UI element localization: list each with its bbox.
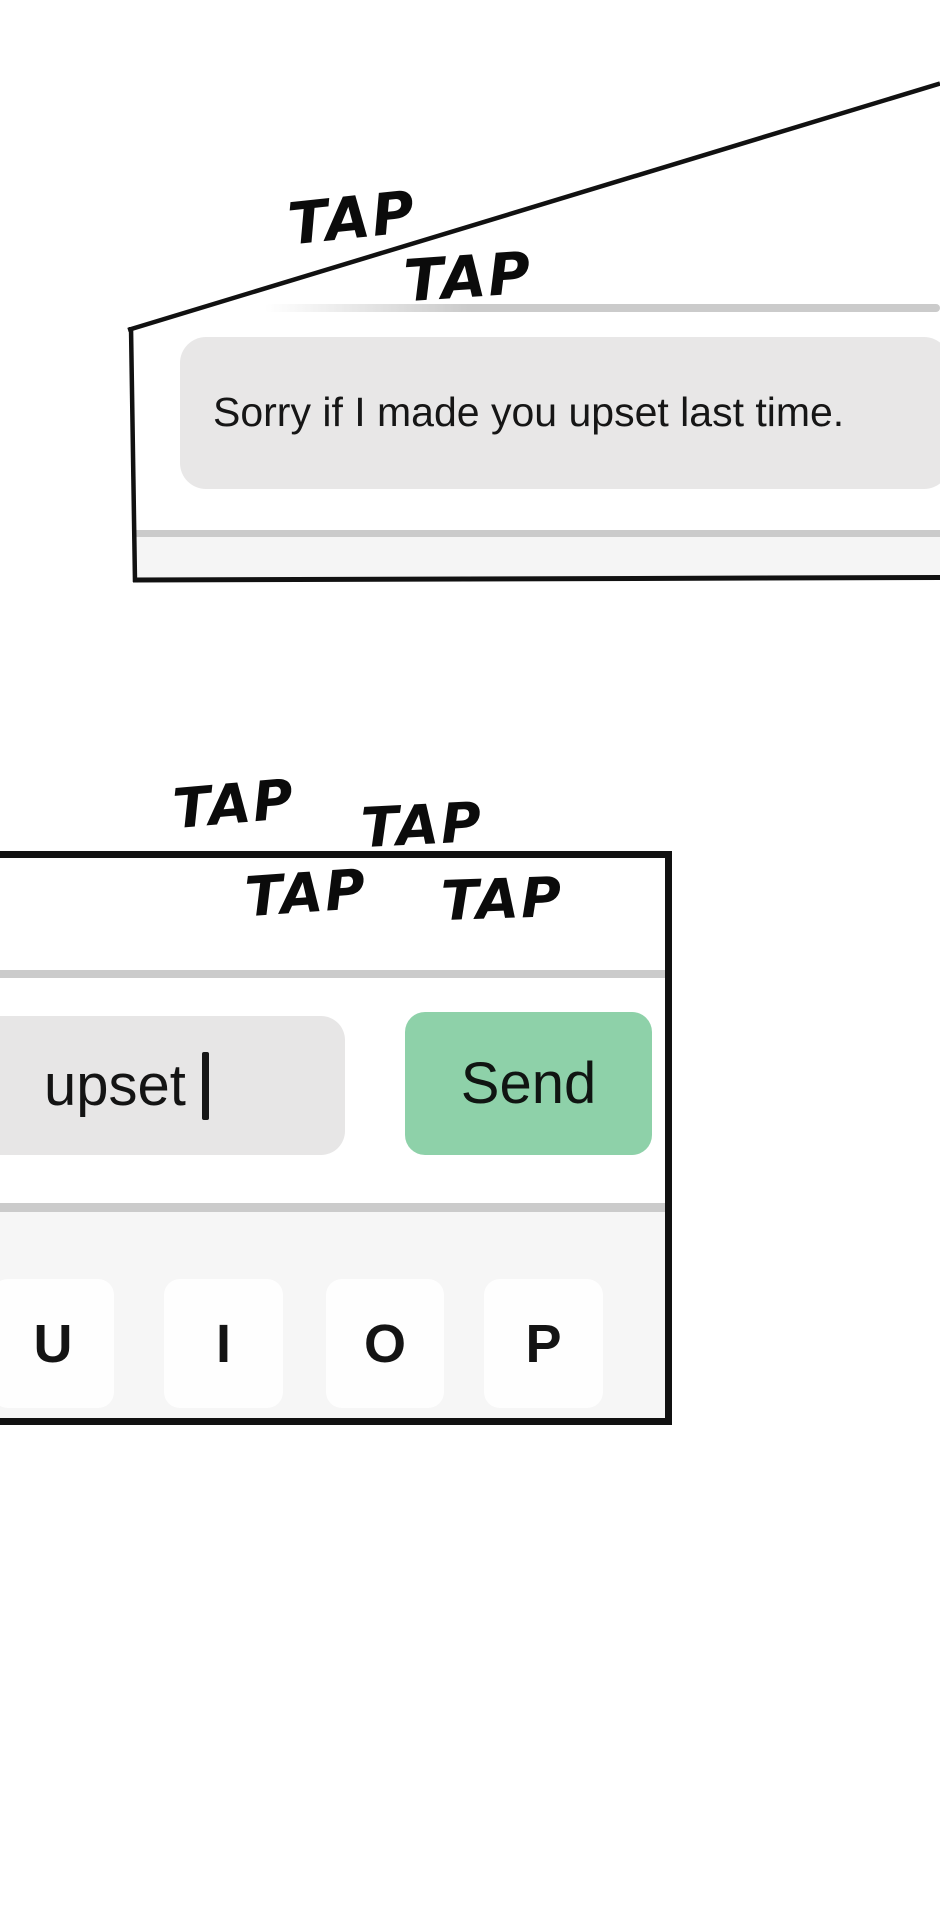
keyboard-top-divider [0,1203,665,1212]
text-cursor: | [201,1051,209,1120]
key-u[interactable]: U [0,1279,114,1408]
key-i[interactable]: I [164,1279,283,1408]
sfx-tap-4: TAP [359,789,485,861]
message-input-field[interactable]: upset | [0,1016,345,1155]
sfx-tap-2: TAP [401,238,535,316]
virtual-keyboard: U I O P [0,1212,665,1418]
key-p[interactable]: P [484,1279,603,1408]
panel-1: Sorry if I made you upset last time. [125,80,940,585]
sfx-tap-5: TAP [242,856,370,930]
panel-2: TAP TAP upset | Send U I O P [0,851,672,1425]
sfx-tap-6: TAP [439,864,565,934]
message-input-value: upset [44,1053,186,1118]
send-button-label: Send [460,1051,597,1116]
received-message-text: Sorry if I made you upset last time. [213,389,845,436]
send-button[interactable]: Send [405,1012,652,1155]
composer-divider [133,530,940,537]
received-message-bubble: Sorry if I made you upset last time. [180,337,940,489]
composer-top-divider [0,970,665,978]
sfx-tap-3: TAP [170,766,298,842]
sfx-tap-1: TAP [284,177,420,259]
key-o[interactable]: O [326,1279,444,1408]
panel-1-screen: Sorry if I made you upset last time. [129,83,940,582]
composer-bar [133,537,940,580]
chat-header-divider [265,304,940,312]
